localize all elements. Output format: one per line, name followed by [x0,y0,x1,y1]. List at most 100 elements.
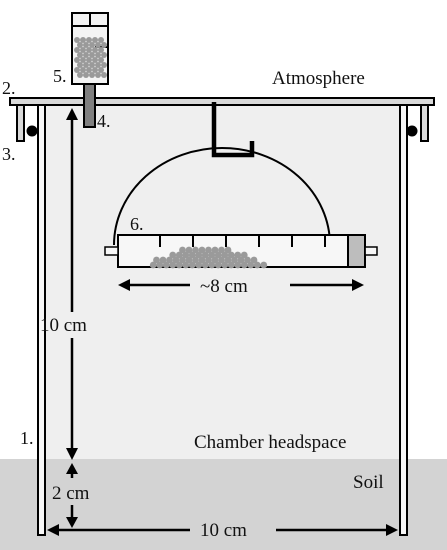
bead [86,47,92,53]
bead [175,261,183,269]
depth-arrow [66,463,78,528]
bead [86,37,92,43]
bead [92,37,98,43]
tube-length-arrow [118,279,364,291]
sampler-end-cap-right [364,246,378,256]
bead [83,42,89,48]
height-arrow [66,108,78,460]
bead [101,72,107,78]
bead [80,37,86,43]
right-wall [399,102,408,536]
lid-flange-right [420,104,429,142]
sampler-end-cap-left [104,246,119,256]
bead [101,42,107,48]
bead [172,256,180,264]
bead [192,246,199,254]
bead [260,261,268,269]
bead [95,62,101,68]
bead [221,261,229,269]
bead [162,261,170,269]
bead [77,52,83,58]
bead [214,251,222,259]
bead [224,246,232,254]
bead [188,261,196,269]
bead [247,261,255,269]
headspace-label: Chamber headspace [194,432,346,453]
bead [201,261,209,269]
bead [208,261,216,269]
bead [205,256,212,264]
bead [185,246,193,254]
bead [182,251,190,259]
bead [77,42,83,48]
bead [77,62,83,68]
bead [83,52,89,58]
soil-label: Soil [353,472,384,493]
bead [77,72,83,78]
soil-region [0,459,447,550]
bead [218,246,225,254]
bead [234,261,242,269]
bead [169,251,177,259]
bead [98,37,104,43]
chamber-lid [9,97,435,106]
sampler-hook [211,102,255,158]
bead [83,72,89,78]
bead [95,52,101,58]
atmosphere-label: Atmosphere [272,68,365,89]
bead [185,256,193,264]
bead [192,256,199,264]
bead [89,62,95,68]
tube-length-label: ~8 cm [200,276,248,297]
marker-2: 2. [2,78,16,98]
bead [74,47,80,53]
bead [211,256,219,264]
bead [98,47,104,53]
bead [182,261,190,269]
lid-flange-left [16,104,25,142]
bead [205,246,212,254]
bead [95,42,101,48]
bead [195,261,203,269]
suspension-dome [113,147,331,246]
bead [80,67,86,73]
bead [80,57,86,63]
sampler-absorbent-beads [149,246,268,269]
marker-4: 4. [97,111,111,131]
bead [253,261,261,269]
bead [74,37,80,43]
bead [198,256,206,264]
bead [240,251,248,259]
bead [227,251,235,259]
bead [83,62,89,68]
bead [214,261,222,269]
bead [240,261,248,269]
bead [188,251,196,259]
bead [92,57,98,63]
bead [218,256,225,264]
width-dimension-label: 10 cm [200,520,247,541]
bead [92,67,98,73]
bead [231,256,238,264]
seal-oring-right [406,125,418,137]
bead [86,67,92,73]
depth-dimension-label: 2 cm [52,483,90,504]
bead [175,251,183,259]
bead [89,52,95,58]
sampler-plunger-right [347,234,366,268]
bead [89,42,95,48]
width-arrow [47,524,398,536]
bead [156,261,164,269]
bead [95,72,101,78]
bead [234,251,242,259]
bead [159,256,167,264]
bead [101,52,107,58]
bead [98,57,104,63]
bead [250,256,258,264]
marker-3: 3. [2,144,16,164]
bead [101,62,107,68]
bead [179,256,186,264]
bead [244,256,251,264]
bead [201,251,209,259]
